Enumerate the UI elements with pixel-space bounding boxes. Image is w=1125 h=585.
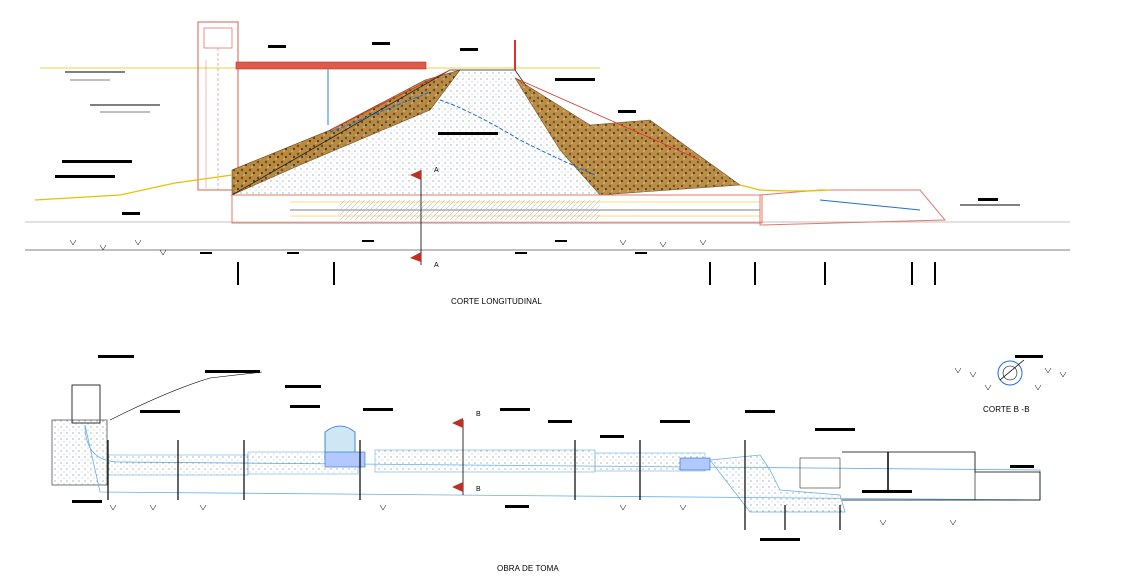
intake-works	[51, 355, 1043, 541]
foundation-soil	[25, 239, 1070, 256]
annotation-tags	[55, 42, 998, 254]
intake-dimension-ticks	[107, 440, 841, 530]
outlet-conduit	[231, 194, 763, 224]
title-section-bb: CORTE B -B	[983, 405, 1030, 414]
section-marker-a-top: A	[434, 167, 439, 174]
title-intake-works: OBRA DE TOMA	[497, 564, 559, 573]
water-level-symbols	[65, 71, 160, 113]
longitudinal-section	[25, 21, 1070, 285]
section-marker-b-bottom: B	[476, 486, 481, 493]
dimension-ticks	[237, 262, 936, 285]
title-longitudinal-section: CORTE LONGITUDINAL	[451, 297, 542, 306]
section-marker-b-top: B	[476, 411, 481, 418]
section-bb-detail	[954, 359, 1067, 391]
intake-tower	[197, 21, 239, 191]
stilling-basin	[739, 184, 1020, 226]
section-marker-a-bottom: A	[434, 262, 439, 269]
